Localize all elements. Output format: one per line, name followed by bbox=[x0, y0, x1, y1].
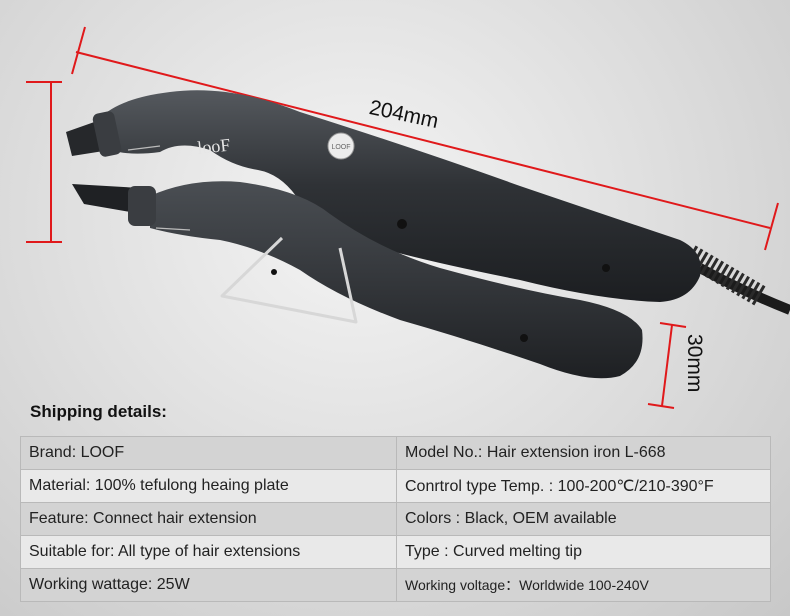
colors-cell: Colors : Black, OEM available bbox=[396, 502, 771, 536]
screw-icon bbox=[602, 264, 610, 272]
length-dimension-line bbox=[71, 26, 779, 251]
shipping-details-table: Brand: LOOF Model No.: Hair extension ir… bbox=[20, 436, 771, 602]
shipping-details-title: Shipping details: bbox=[30, 402, 167, 421]
table-row: Brand: LOOF Model No.: Hair extension ir… bbox=[20, 436, 771, 470]
lower-tip bbox=[72, 184, 191, 231]
screw-icon bbox=[271, 269, 277, 275]
power-cord bbox=[684, 245, 790, 315]
table-row: Working wattage: 25W Working voltage：Wor… bbox=[20, 568, 771, 602]
control-temp-cell: Conrtrol type Temp. : 100-200℃/210-390°F bbox=[396, 469, 771, 503]
upper-tip bbox=[66, 111, 161, 157]
wire-stand bbox=[220, 236, 358, 324]
model-cell: Model No.: Hair extension iron L-668 bbox=[396, 436, 771, 470]
material-cell: Material: 100% tefulong heaing plate bbox=[20, 469, 397, 503]
height-label: 65mm bbox=[0, 198, 2, 257]
iron-logo: looF bbox=[196, 135, 231, 158]
feature-cell: Feature: Connect hair extension bbox=[20, 502, 397, 536]
tip-dimension-line bbox=[647, 322, 687, 409]
screw-icon bbox=[520, 334, 528, 342]
table-row: Feature: Connect hair extension Colors :… bbox=[20, 502, 771, 536]
power-button-label: LOOF bbox=[331, 144, 350, 151]
upper-arm bbox=[100, 90, 701, 302]
lower-arm bbox=[150, 181, 643, 379]
type-cell: Type : Curved melting tip bbox=[396, 535, 771, 569]
suitable-for-cell: Suitable for: All type of hair extension… bbox=[20, 535, 397, 569]
screw-icon bbox=[397, 219, 407, 229]
table-row: Suitable for: All type of hair extension… bbox=[20, 535, 771, 569]
power-button[interactable]: LOOF bbox=[327, 132, 355, 160]
table-row: Material: 100% tefulong heaing plate Con… bbox=[20, 469, 771, 503]
wattage-cell: Working wattage: 25W bbox=[20, 568, 397, 602]
product-image: looF LOOF bbox=[26, 26, 790, 409]
brand-cell: Brand: LOOF bbox=[20, 436, 397, 470]
height-dimension-line bbox=[26, 81, 62, 243]
voltage-cell: Working voltage：Worldwide 100-240V bbox=[396, 568, 771, 602]
tip-height-label: 30mm bbox=[683, 334, 706, 393]
